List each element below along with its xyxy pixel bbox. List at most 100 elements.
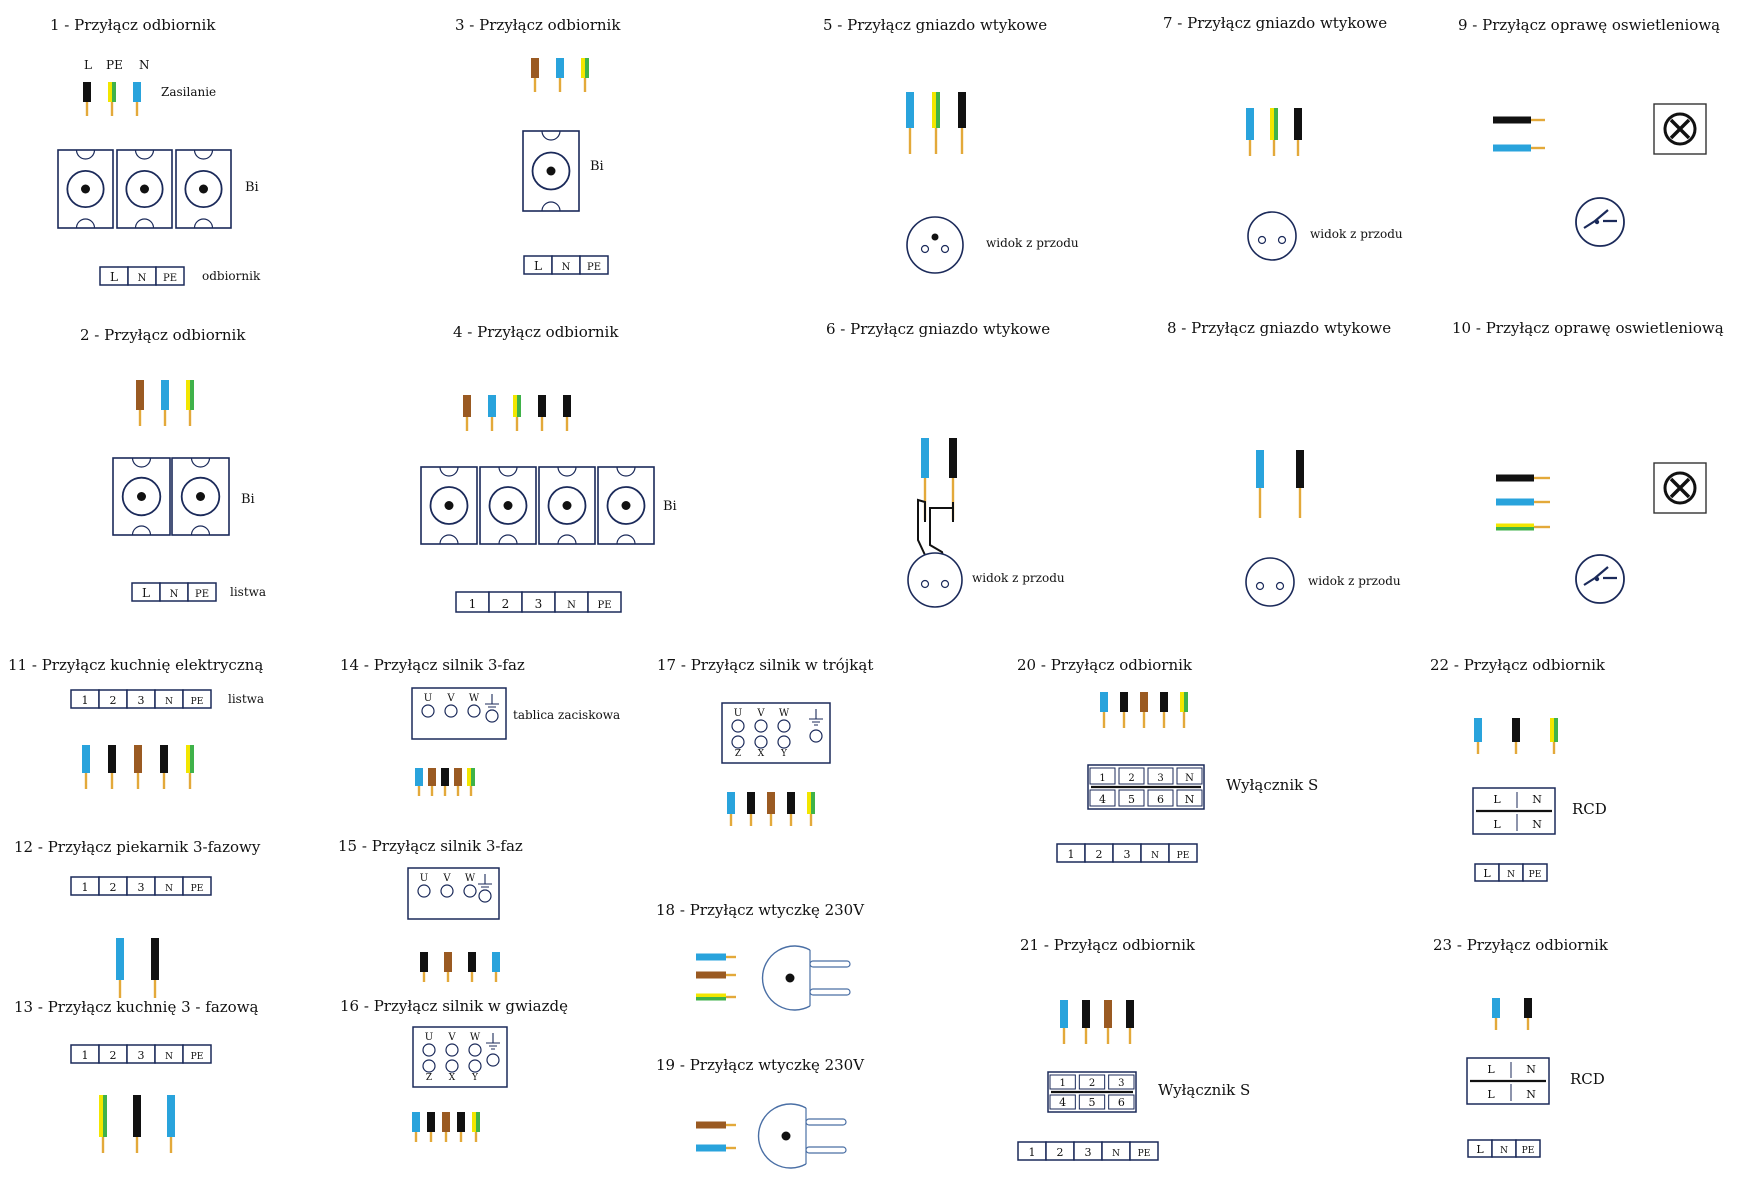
switch-terminal-label: 5 — [1089, 1096, 1096, 1109]
terminal-label: 1 — [82, 1049, 89, 1062]
terminal-label: N — [1112, 1149, 1120, 1159]
wire-tip — [1162, 712, 1166, 728]
wire-tip — [474, 1132, 478, 1142]
front-socket — [907, 552, 963, 608]
switch-terminal-label: 6 — [1118, 1096, 1125, 1109]
wire-tip — [726, 955, 736, 959]
wire-pe-green — [696, 997, 726, 1001]
front-socket-hole — [940, 244, 950, 254]
wire-blue — [696, 1144, 726, 1152]
wire-tip — [1142, 712, 1146, 728]
rcd-label: L — [1493, 793, 1501, 806]
diagram-title: 19 - Przyłącz wtyczkę 230V — [656, 1056, 865, 1074]
switch-cell — [1108, 1074, 1135, 1090]
diagram-title: 14 - Przyłącz silnik 3-faz — [340, 656, 525, 674]
bi-label: Bi — [590, 159, 604, 174]
terminal-label: 1 — [82, 694, 89, 707]
front-socket-hole — [920, 579, 930, 589]
terminal-cell — [187, 582, 217, 602]
wire-tip — [1258, 488, 1262, 518]
wire-blue — [161, 380, 169, 410]
wire-tip — [1182, 712, 1186, 728]
front-socket-hole — [940, 579, 950, 589]
wire-brown — [136, 380, 144, 410]
wire-black — [1120, 692, 1128, 712]
plug-pin — [809, 960, 851, 968]
rcd-label: N — [1526, 1088, 1536, 1101]
wire-tip — [726, 1146, 736, 1150]
wire-pe-green — [476, 1112, 480, 1132]
wire-tip — [1084, 1028, 1088, 1044]
wire-tip — [1476, 742, 1480, 754]
wire-brown — [767, 792, 775, 814]
wire-pe-yellow — [1496, 523, 1534, 527]
motor-terminal — [468, 1059, 482, 1073]
motor-terminal — [421, 704, 435, 718]
socket-notch — [616, 466, 636, 477]
socket-notch — [75, 149, 96, 160]
wire-tip — [110, 102, 114, 116]
socket-pin — [503, 501, 513, 510]
wire-tip — [456, 786, 460, 796]
switch-terminal-label: 3 — [1157, 773, 1163, 784]
socket-notch — [75, 218, 96, 229]
wire-tip — [583, 78, 587, 92]
wire-tip — [188, 773, 192, 789]
wire-pe-green — [1496, 527, 1534, 531]
wire-tip — [1552, 742, 1556, 754]
wire-tip — [153, 980, 157, 998]
wire-tip — [135, 102, 139, 116]
wire-pe-yellow — [807, 792, 811, 814]
wire-tip — [1298, 488, 1302, 518]
diagram-title: 20 - Przyłącz odbiornik — [1017, 656, 1193, 674]
front-socket-earth-pin — [931, 233, 939, 241]
switch-terminal-label: 2 — [1128, 773, 1134, 784]
socket-pin — [81, 184, 90, 194]
diagram-title: 13 - Przyłącz kuchnię 3 - fazową — [14, 998, 259, 1016]
wire-tip — [169, 1137, 173, 1153]
terminal-label: L — [1476, 1143, 1484, 1156]
wire-tip — [1494, 1018, 1498, 1030]
socket-notch — [557, 534, 577, 545]
socket-notch — [439, 466, 459, 477]
socket-notch — [193, 149, 214, 160]
motor-terminal-label: Y — [780, 749, 788, 759]
switch-cell — [1176, 789, 1203, 807]
wire-blue — [1060, 1000, 1068, 1028]
terminal-label: PE — [1177, 851, 1190, 861]
wire-pe-green — [1274, 108, 1278, 140]
wire-tip — [1128, 1028, 1132, 1044]
wire-pe-green — [190, 745, 194, 773]
terminal-label: N — [1151, 851, 1159, 861]
terminal-label: 3 — [138, 1049, 145, 1062]
wire-tip — [540, 417, 544, 431]
wire-tip — [443, 786, 447, 796]
terminal-label: PE — [587, 262, 601, 273]
terminal-label: PE — [1529, 870, 1542, 880]
switch-cell — [1108, 1094, 1135, 1110]
motor-terminal — [417, 884, 431, 898]
diagram-title: 18 - Przyłącz wtyczkę 230V — [656, 901, 865, 919]
wire-black — [468, 952, 476, 972]
diagram-title: 12 - Przyłącz piekarnik 3-fazowy — [14, 838, 261, 856]
wire-blue — [906, 92, 914, 128]
socket-pin — [621, 501, 631, 510]
motor-terminal-label: U — [424, 693, 432, 704]
wire-tip — [188, 410, 192, 426]
socket-notch — [498, 466, 518, 477]
terminal-label: PE — [191, 884, 204, 894]
listwa-label: listwa — [228, 692, 264, 706]
diagram-title: 8 - Przyłącz gniazdo wtykowe — [1167, 319, 1391, 337]
diagram-title: 22 - Przyłącz odbiornik — [1430, 656, 1606, 674]
wire-tip — [490, 417, 494, 431]
diagram-18 — [696, 945, 851, 1011]
bi-label: Bi — [241, 492, 255, 507]
motor-terminal — [444, 704, 458, 718]
motor-terminal — [754, 735, 768, 749]
wire-blue — [696, 953, 726, 961]
switch-terminal-label: 4 — [1059, 1096, 1066, 1109]
